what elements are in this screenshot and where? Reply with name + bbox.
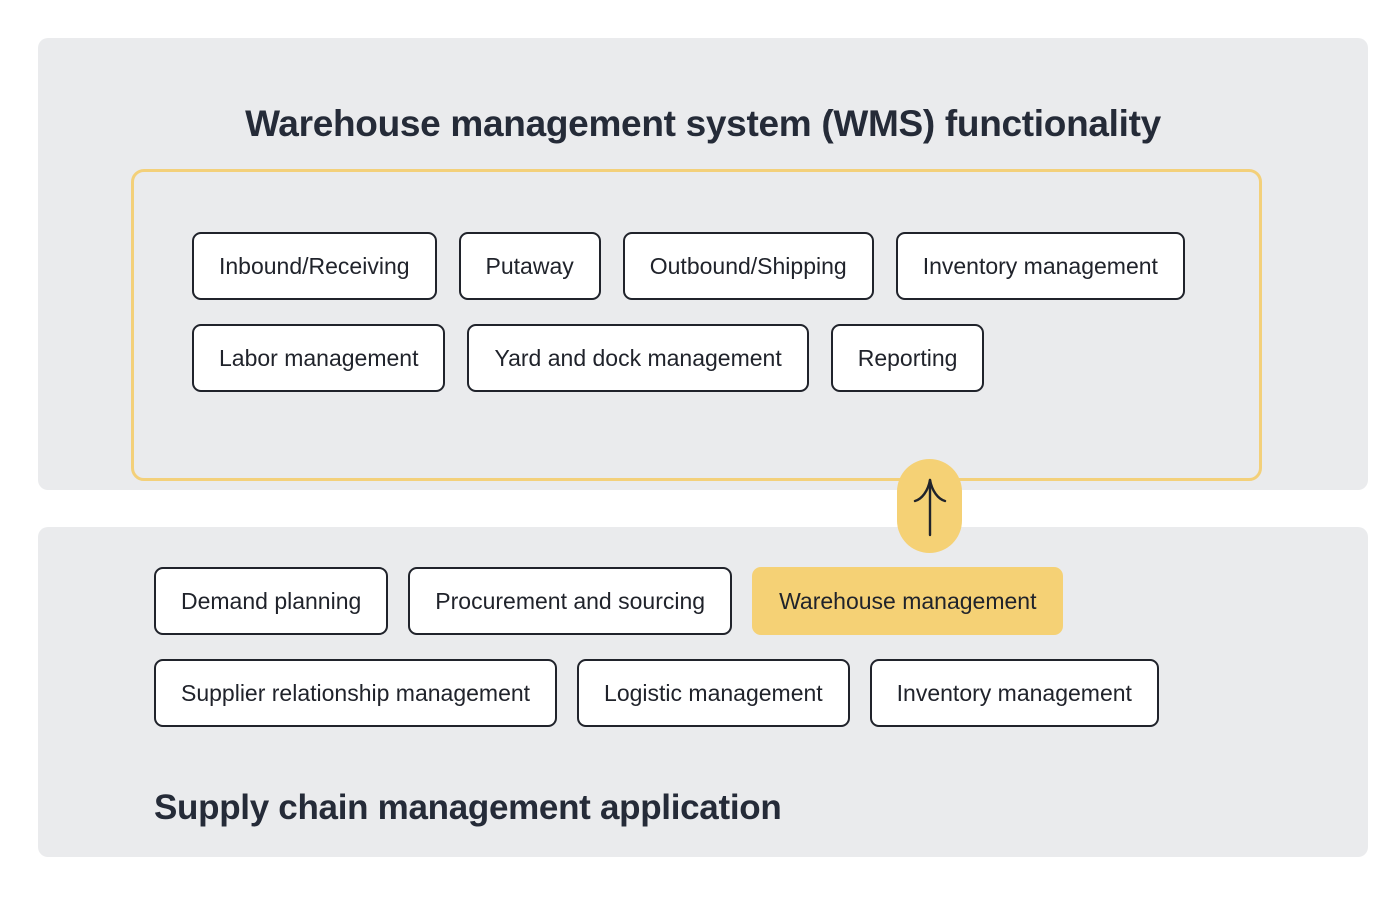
wms-chip-inventory-management[interactable]: Inventory management [895,232,1185,300]
wms-chip-inbound-receiving[interactable]: Inbound/Receiving [192,232,437,300]
wms-row-2: Labor management Yard and dock managemen… [192,324,985,392]
scm-panel-title: Supply chain management application [154,788,782,828]
wms-chip-putaway[interactable]: Putaway [458,232,601,300]
wms-row-1: Inbound/Receiving Putaway Outbound/Shipp… [192,232,1185,300]
scm-chip-procurement-and-sourcing[interactable]: Procurement and sourcing [408,567,733,635]
wms-chip-reporting[interactable]: Reporting [830,324,985,392]
wms-functionality-group: Inbound/Receiving Putaway Outbound/Shipp… [131,169,1262,481]
arrow-up-icon [910,475,950,537]
connector-arrow-pill [897,459,962,553]
scm-chip-inventory-management[interactable]: Inventory management [869,659,1159,727]
scm-chip-demand-planning[interactable]: Demand planning [154,567,389,635]
scm-panel: Demand planning Procurement and sourcing… [38,527,1368,857]
wms-chip-yard-and-dock-management[interactable]: Yard and dock management [467,324,809,392]
scm-chip-logistic-management[interactable]: Logistic management [577,659,850,727]
scm-row-1: Demand planning Procurement and sourcing… [154,567,1064,635]
wms-chip-outbound-shipping[interactable]: Outbound/Shipping [622,232,874,300]
wms-panel-title: Warehouse management system (WMS) functi… [245,102,1161,144]
scm-chip-warehouse-management[interactable]: Warehouse management [752,567,1064,635]
scm-row-2: Supplier relationship management Logisti… [154,659,1159,727]
scm-chip-supplier-relationship-management[interactable]: Supplier relationship management [154,659,558,727]
wms-chip-labor-management[interactable]: Labor management [192,324,446,392]
wms-panel: Warehouse management system (WMS) functi… [38,38,1368,490]
